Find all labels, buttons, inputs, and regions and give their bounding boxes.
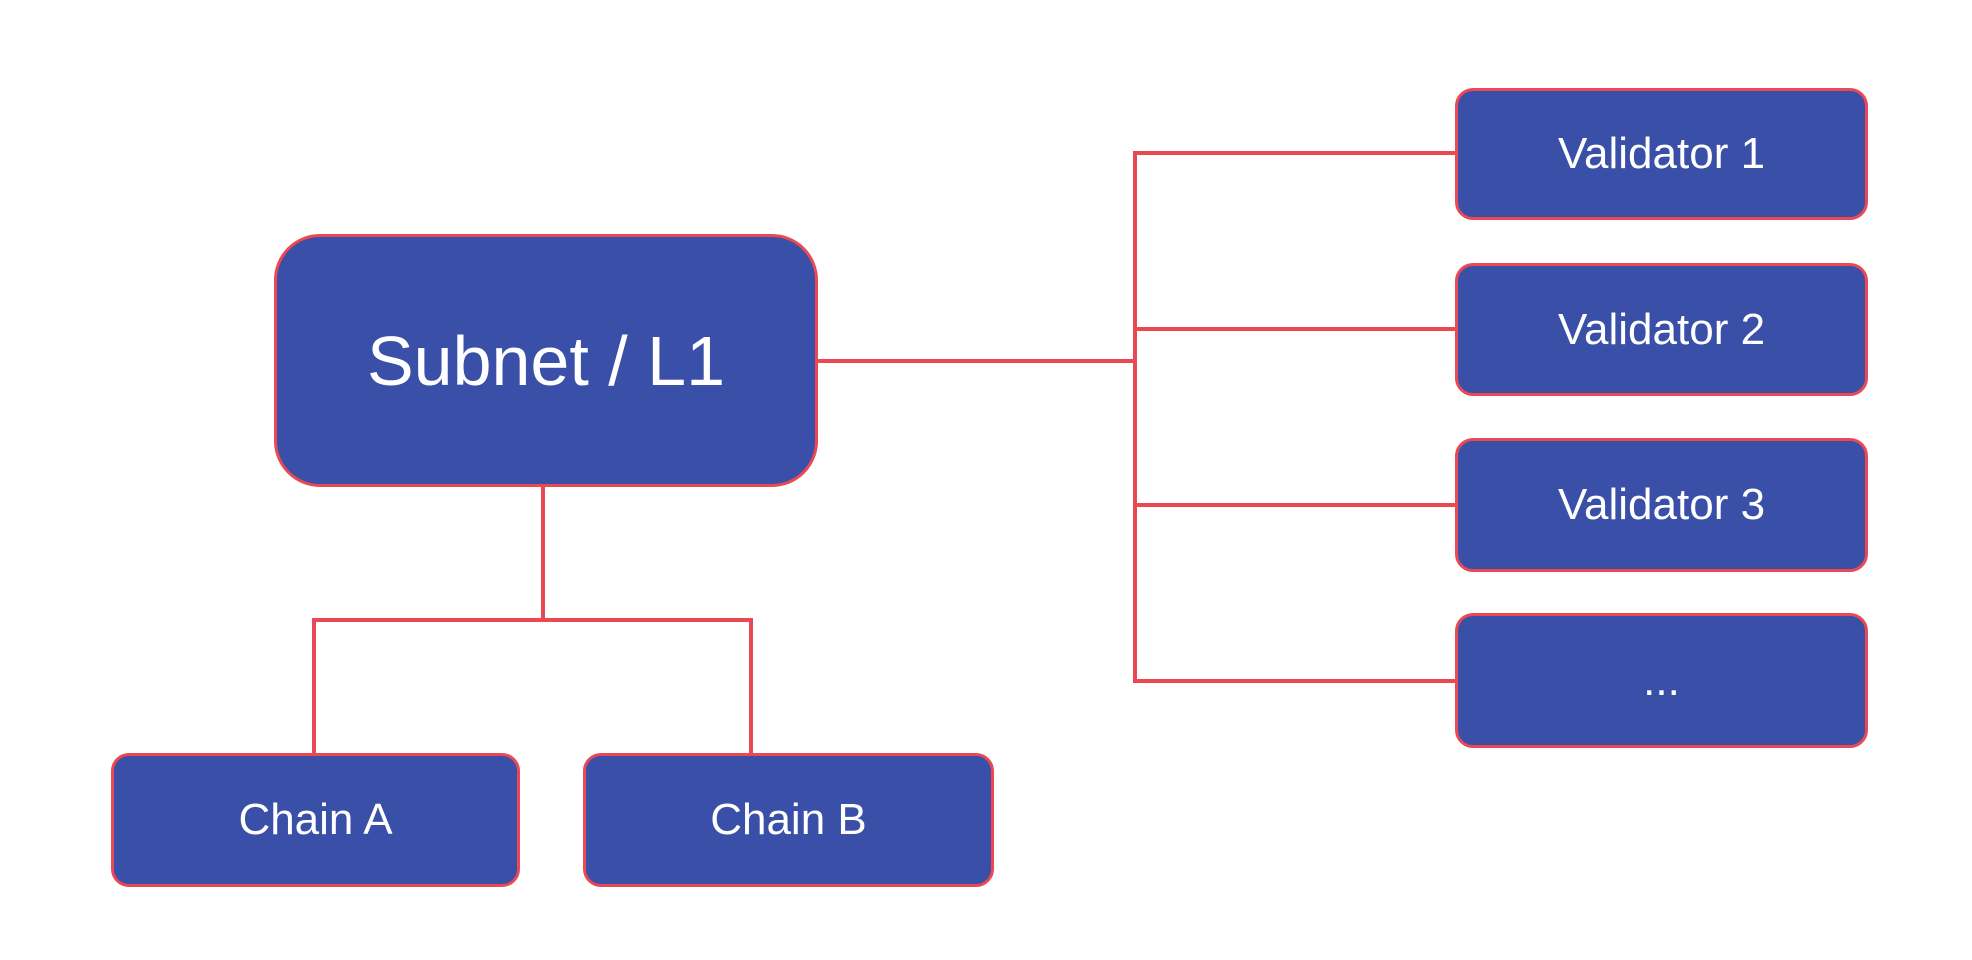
edge-subnet-to-trunk	[818, 359, 1137, 363]
node-validator-more-label: ...	[1643, 655, 1680, 705]
node-validator-1: Validator 1	[1455, 88, 1868, 220]
node-validator-2-label: Validator 2	[1557, 304, 1766, 354]
node-subnet-l1-label: Subnet / L1	[366, 321, 726, 400]
node-chain-a: Chain A	[111, 753, 520, 887]
edge-subnet-to-chain-bus	[541, 487, 545, 622]
edge-branch-validator-1	[1133, 151, 1455, 155]
edge-branch-validator-2	[1133, 327, 1455, 331]
node-subnet-l1: Subnet / L1	[274, 234, 818, 487]
edge-chain-bus	[312, 618, 753, 622]
edge-branch-validator-3	[1133, 503, 1455, 507]
node-chain-b: Chain B	[583, 753, 994, 887]
edge-drop-to-chain-b	[749, 618, 753, 753]
node-validator-more: ...	[1455, 613, 1868, 748]
edge-drop-to-chain-a	[312, 618, 316, 753]
node-validator-1-label: Validator 1	[1557, 129, 1766, 178]
node-validator-3: Validator 3	[1455, 438, 1868, 572]
node-validator-2: Validator 2	[1455, 263, 1868, 396]
node-chain-a-label: Chain A	[238, 795, 393, 844]
edge-branch-validator-more	[1133, 679, 1455, 683]
node-chain-b-label: Chain B	[710, 795, 867, 844]
edge-validator-trunk	[1133, 151, 1137, 683]
node-validator-3-label: Validator 3	[1557, 480, 1766, 529]
